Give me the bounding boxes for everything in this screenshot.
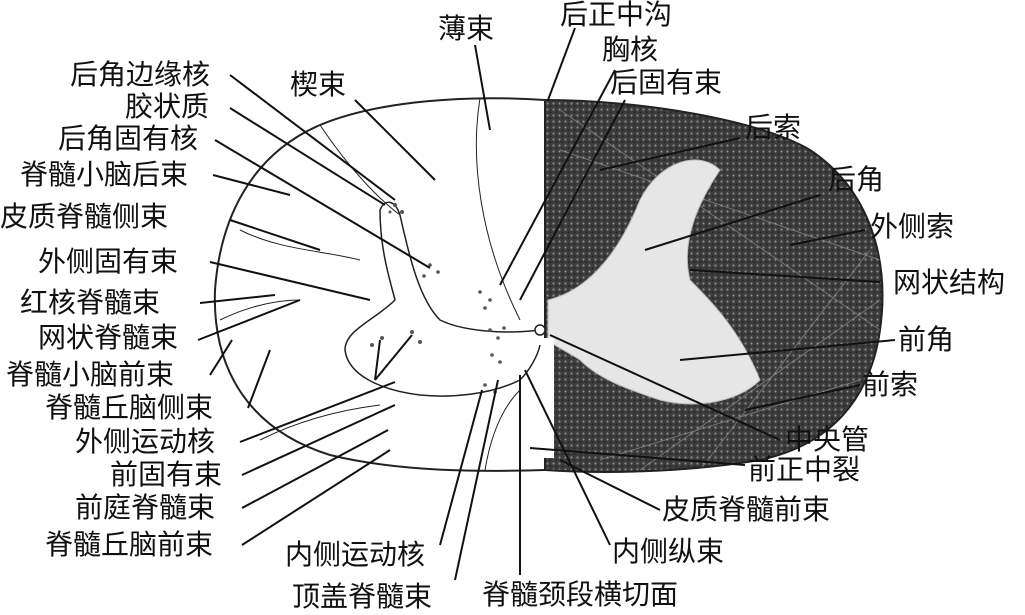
label-cuneate-fasciculus: 楔束 xyxy=(290,68,347,101)
label-lateral-corticospinal-tract: 皮质脊髓侧束 xyxy=(0,200,169,233)
label-posterior-proper-fasciculus: 后固有束 xyxy=(610,66,723,99)
label-marginal-nucleus: 后角边缘核 xyxy=(70,58,211,91)
label-lateral-proper-fasciculus: 外侧固有束 xyxy=(38,245,179,278)
label-anterior-corticospinal-tract: 皮质脊髓前束 xyxy=(662,493,831,526)
label-anterior-proper-fasciculus: 前固有束 xyxy=(110,458,223,491)
label-posterior-funiculus: 后索 xyxy=(745,111,802,144)
label-anterior-funiculus: 前索 xyxy=(862,368,919,401)
label-anterior-spinocerebellar-tract: 脊髓小脑前束 xyxy=(6,358,175,391)
label-nucleus-proprius: 后角固有核 xyxy=(58,122,199,155)
label-reticulospinal-tract: 网状脊髓束 xyxy=(38,321,179,354)
right-stained-half xyxy=(540,98,884,473)
grey-matter-nuclei xyxy=(370,203,506,394)
label-vestibulospinal-tract: 前庭脊髓束 xyxy=(75,491,216,524)
label-posterior-horn: 后角 xyxy=(828,163,885,196)
figure-caption: 脊髓颈段横切面 xyxy=(482,578,679,611)
label-thoracic-nucleus: 胸核 xyxy=(602,33,659,66)
label-anterior-spinothalamic-tract: 脊髓丘脑前束 xyxy=(45,528,214,561)
label-lateral-motor-nucleus: 外侧运动核 xyxy=(75,425,216,458)
label-lateral-spinothalamic-tract: 脊髓丘脑侧束 xyxy=(45,391,214,424)
left-outline-half xyxy=(213,97,546,472)
label-posterior-spinocerebellar-tract: 脊髓小脑后束 xyxy=(20,158,189,191)
label-substantia-gelatinosa: 胶状质 xyxy=(125,90,210,123)
label-tectospinal-tract: 顶盖脊髓束 xyxy=(292,580,433,613)
label-medial-motor-nucleus: 内侧运动核 xyxy=(285,538,426,571)
label-reticular-formation: 网状结构 xyxy=(893,266,1006,299)
label-bao-shu: 薄束 xyxy=(438,12,495,45)
label-medial-longitudinal-fasciculus: 内侧纵束 xyxy=(612,535,725,568)
leader-lines xyxy=(197,27,896,581)
anterior-fissure-gap xyxy=(540,338,554,458)
label-anterior-median-fissure: 前正中裂 xyxy=(748,453,861,486)
label-lateral-funiculus: 外侧索 xyxy=(870,210,955,243)
label-rubrospinal-tract: 红核脊髓束 xyxy=(20,286,161,319)
label-central-canal: 中央管 xyxy=(785,423,870,456)
right-grey-matter xyxy=(547,159,761,405)
central-canal xyxy=(534,324,546,336)
label-posterior-median-sulcus: 后正中沟 xyxy=(560,0,673,31)
label-anterior-horn: 前角 xyxy=(898,323,955,356)
